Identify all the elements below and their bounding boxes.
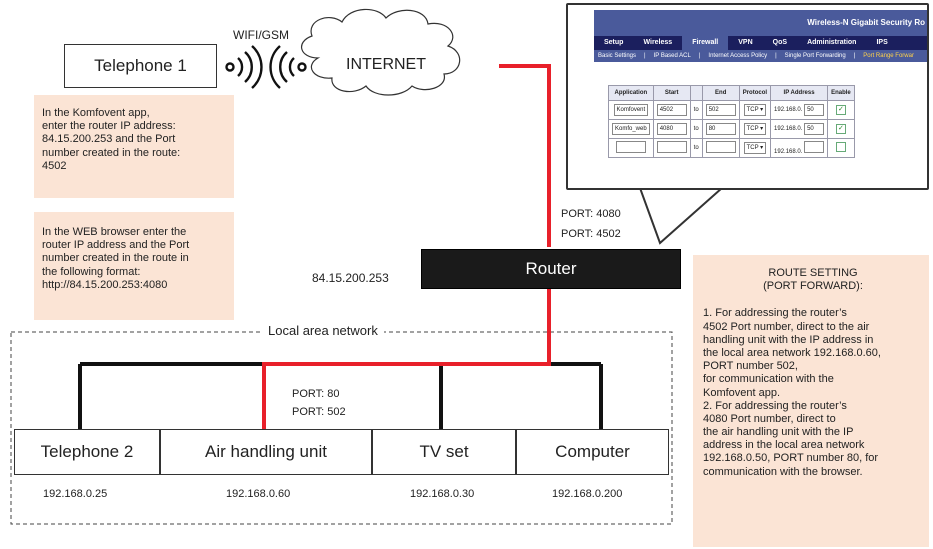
tab-administration[interactable]: Administration xyxy=(807,39,857,46)
tab-setup[interactable]: Setup xyxy=(604,39,624,46)
internet-label: INTERNET xyxy=(346,56,426,73)
ip-last-octet-input[interactable]: 50 xyxy=(804,104,825,116)
table-row: Komfovent 4502 to 502 TCP ▾ 192.168.0. 5… xyxy=(608,100,855,120)
subtab-basic-settings[interactable]: Basic Settings xyxy=(598,53,637,59)
end-port-input[interactable]: 80 xyxy=(705,123,736,135)
enable-checkbox[interactable]: ✓ xyxy=(835,124,846,134)
subtab-ip-based-acl[interactable]: IP Based ACL xyxy=(653,53,691,59)
telephone-1-box: Telephone 1 xyxy=(64,44,217,88)
route-setting-title: ROUTE SETTING xyxy=(768,267,858,279)
device-ip: 192.168.0.30 xyxy=(410,488,475,500)
table-header-row: Application Start End Protocol IP Addres… xyxy=(608,85,855,101)
start-port-input[interactable]: 4080 xyxy=(656,123,687,135)
protocol-select[interactable]: TCP ▾ xyxy=(743,142,767,154)
ahu-port-80: PORT: 80 xyxy=(292,388,340,400)
enable-checkbox[interactable]: ✓ xyxy=(835,105,846,115)
start-port-input[interactable]: 4502 xyxy=(656,104,687,116)
device-tv-set: TV set xyxy=(372,429,516,475)
subtab-single-port-forwarding[interactable]: Single Port Forwarding xyxy=(784,53,846,59)
tab-wireless[interactable]: Wireless xyxy=(643,39,673,46)
app-note: In the Komfovent app, enter the router I… xyxy=(34,95,234,198)
tab-qos[interactable]: QoS xyxy=(772,39,788,46)
red-lan-path xyxy=(262,286,551,430)
device-air-handling-unit: Air handling unit xyxy=(160,429,372,475)
router-port-4080: PORT: 4080 xyxy=(561,208,621,220)
protocol-select[interactable]: TCP ▾ xyxy=(743,123,767,135)
ip-last-octet-input[interactable]: 50 xyxy=(804,123,825,135)
device-computer: Computer xyxy=(516,429,669,475)
end-port-input[interactable]: 502 xyxy=(705,104,736,116)
web-note: In the WEB browser enter the router IP a… xyxy=(34,212,234,320)
tab-ips[interactable]: IPS xyxy=(876,39,888,46)
port-forward-table: Application Start End Protocol IP Addres… xyxy=(608,85,855,158)
internet-cloud xyxy=(301,8,461,96)
device-ip: 192.168.0.200 xyxy=(552,488,623,500)
router-label: Router xyxy=(525,259,577,278)
device-telephone-2: Telephone 2 xyxy=(14,429,160,475)
tab-firewall[interactable]: Firewall xyxy=(682,36,729,50)
subtab-internet-access-policy[interactable]: Internet Access Policy xyxy=(708,53,768,59)
telephone-1-label: Telephone 1 xyxy=(94,56,187,75)
red-wan-path xyxy=(499,64,551,247)
app-name-input[interactable] xyxy=(615,141,646,153)
ahu-port-502: PORT: 502 xyxy=(292,406,346,418)
table-row: Komfo_web 4080 to 80 TCP ▾ 192.168.0. 50… xyxy=(608,119,855,139)
end-port-input[interactable] xyxy=(705,141,736,153)
router-port-4502: PORT: 4502 xyxy=(561,228,621,240)
router-box: Router xyxy=(421,249,681,289)
table-row: to TCP ▾ 192.168.0. xyxy=(608,138,855,158)
enable-checkbox[interactable] xyxy=(835,142,846,152)
router-ui-tabs: Setup Wireless Firewall VPN QoS Administ… xyxy=(594,36,927,50)
callout-pointer xyxy=(638,187,725,245)
wifi-gsm-label: WIFI/GSM xyxy=(233,28,289,42)
device-ip: 192.168.0.60 xyxy=(226,488,291,500)
app-name-input[interactable]: Komfo_web xyxy=(612,123,650,135)
lan-label: Local area network xyxy=(262,323,384,338)
subtab-port-range-forwarding[interactable]: Port Range Forwar xyxy=(863,53,914,59)
route-setting-note: ROUTE SETTING (PORT FORWARD): 1. For add… xyxy=(693,255,929,547)
tab-vpn[interactable]: VPN xyxy=(738,39,753,46)
router-ip: 84.15.200.253 xyxy=(312,271,389,285)
device-ip: 192.168.0.25 xyxy=(43,488,108,500)
ip-last-octet-input[interactable] xyxy=(804,141,825,153)
app-name-input[interactable]: Komfovent xyxy=(613,104,649,116)
router-ui-callout: Wireless-N Gigabit Security Ro Setup Wir… xyxy=(566,3,929,190)
router-ui-header: Wireless-N Gigabit Security Ro xyxy=(594,10,927,36)
wifi-signal-icon xyxy=(225,45,263,89)
wifi-signal-icon-cloud xyxy=(269,45,307,89)
start-port-input[interactable] xyxy=(656,141,687,153)
protocol-select[interactable]: TCP ▾ xyxy=(743,104,767,116)
router-ui-subtabs: Basic Settings | IP Based ACL | Internet… xyxy=(594,50,927,62)
